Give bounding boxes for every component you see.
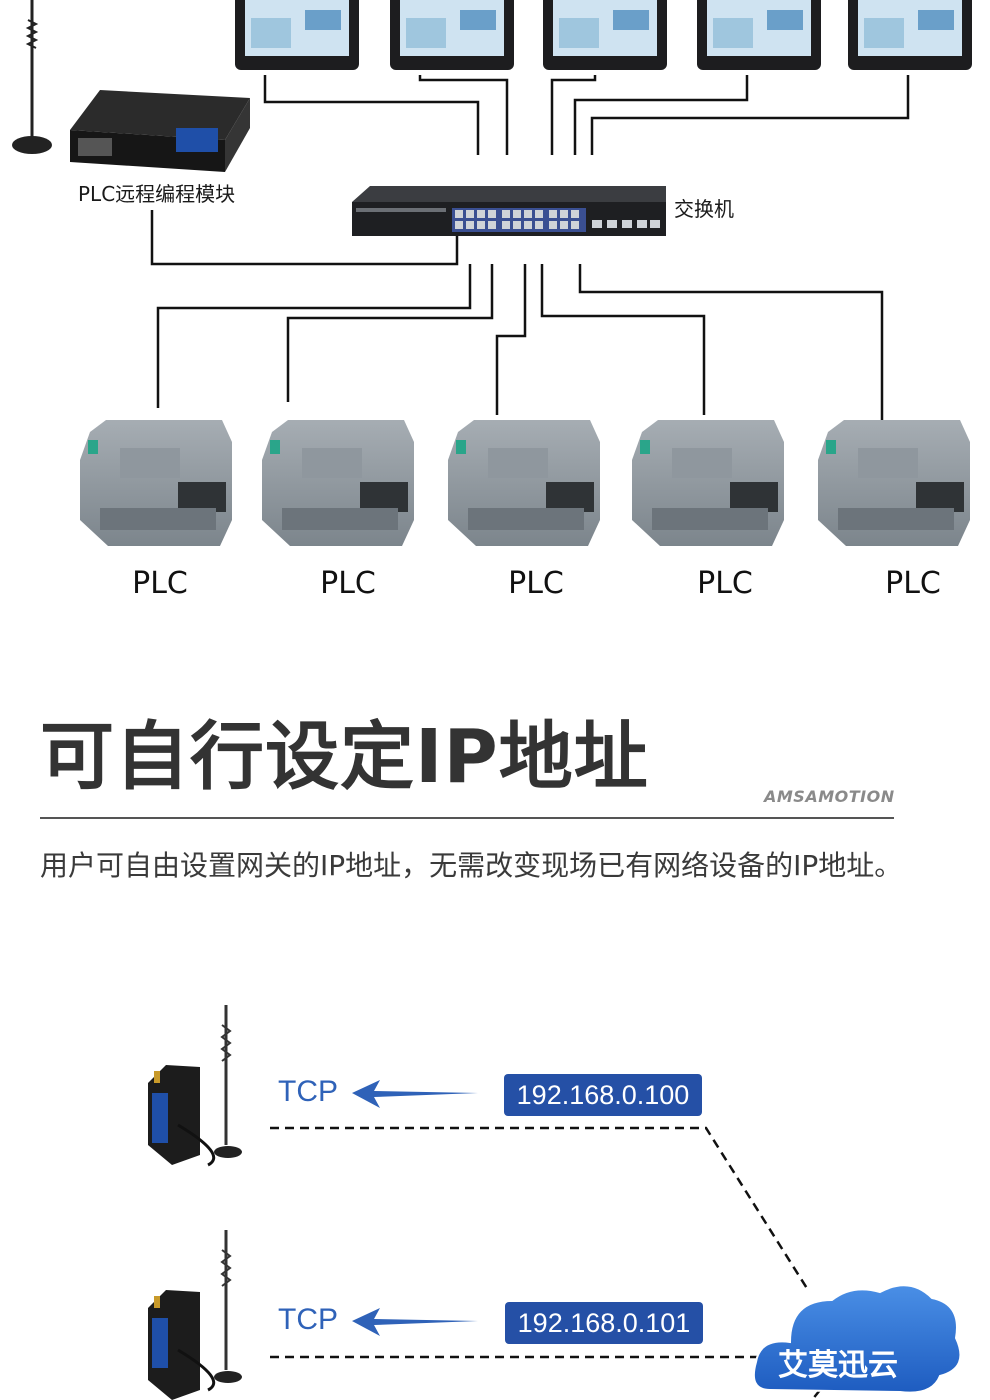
- plc-label: PLC: [697, 566, 753, 601]
- module-connection-line: [150, 210, 459, 266]
- plc-connection-lines: [156, 264, 884, 425]
- heading-divider: [40, 817, 894, 819]
- network-switch-icon: [352, 186, 666, 236]
- dashed-links: [270, 1126, 821, 1400]
- cloud-label: 艾莫迅云: [778, 1348, 898, 1383]
- switch-label: 交换机: [674, 197, 734, 221]
- gateway-device-icon: [148, 1230, 242, 1400]
- plc-units: [80, 420, 970, 546]
- hmi-panel-row: [235, 0, 972, 70]
- protocol-label: TCP: [278, 1303, 338, 1336]
- section-description: 用户可自由设置网关的IP地址，无需改变现场已有网络设备的IP地址。: [40, 849, 903, 882]
- plc-unit-icon: [632, 420, 784, 546]
- hmi-connection-lines: [263, 75, 910, 155]
- cloud-icon: [752, 1284, 962, 1394]
- plc-label: PLC: [320, 566, 376, 601]
- protocol-label: TCP: [278, 1075, 338, 1108]
- gateway-device-icon: [148, 1005, 242, 1167]
- plc-label: PLC: [508, 566, 564, 601]
- hmi-panel: [235, 0, 359, 70]
- module-label: PLC远程编程模块: [78, 182, 236, 206]
- ip-address-badge: 192.168.0.100: [504, 1074, 702, 1116]
- plc-label: PLC: [885, 566, 941, 601]
- antenna-icon: [12, 0, 52, 154]
- plc-unit-icon: [80, 420, 232, 546]
- plc-unit-icon: [262, 420, 414, 546]
- plc-unit-icon: [818, 420, 970, 546]
- arrow-left-icon: [352, 1308, 478, 1336]
- hmi-panel: [543, 0, 667, 70]
- arrow-left-icon: [352, 1080, 478, 1108]
- plc-remote-module-icon: [70, 90, 250, 172]
- hmi-panel: [697, 0, 821, 70]
- plc-label: PLC: [132, 566, 188, 601]
- section-heading: 可自行设定IP地址: [40, 714, 649, 800]
- hmi-panel: [848, 0, 972, 70]
- plc-unit-icon: [448, 420, 600, 546]
- brand-mark: AMSAMOTION: [764, 787, 895, 806]
- hmi-panel: [390, 0, 514, 70]
- ip-address-badge: 192.168.0.101: [505, 1302, 703, 1344]
